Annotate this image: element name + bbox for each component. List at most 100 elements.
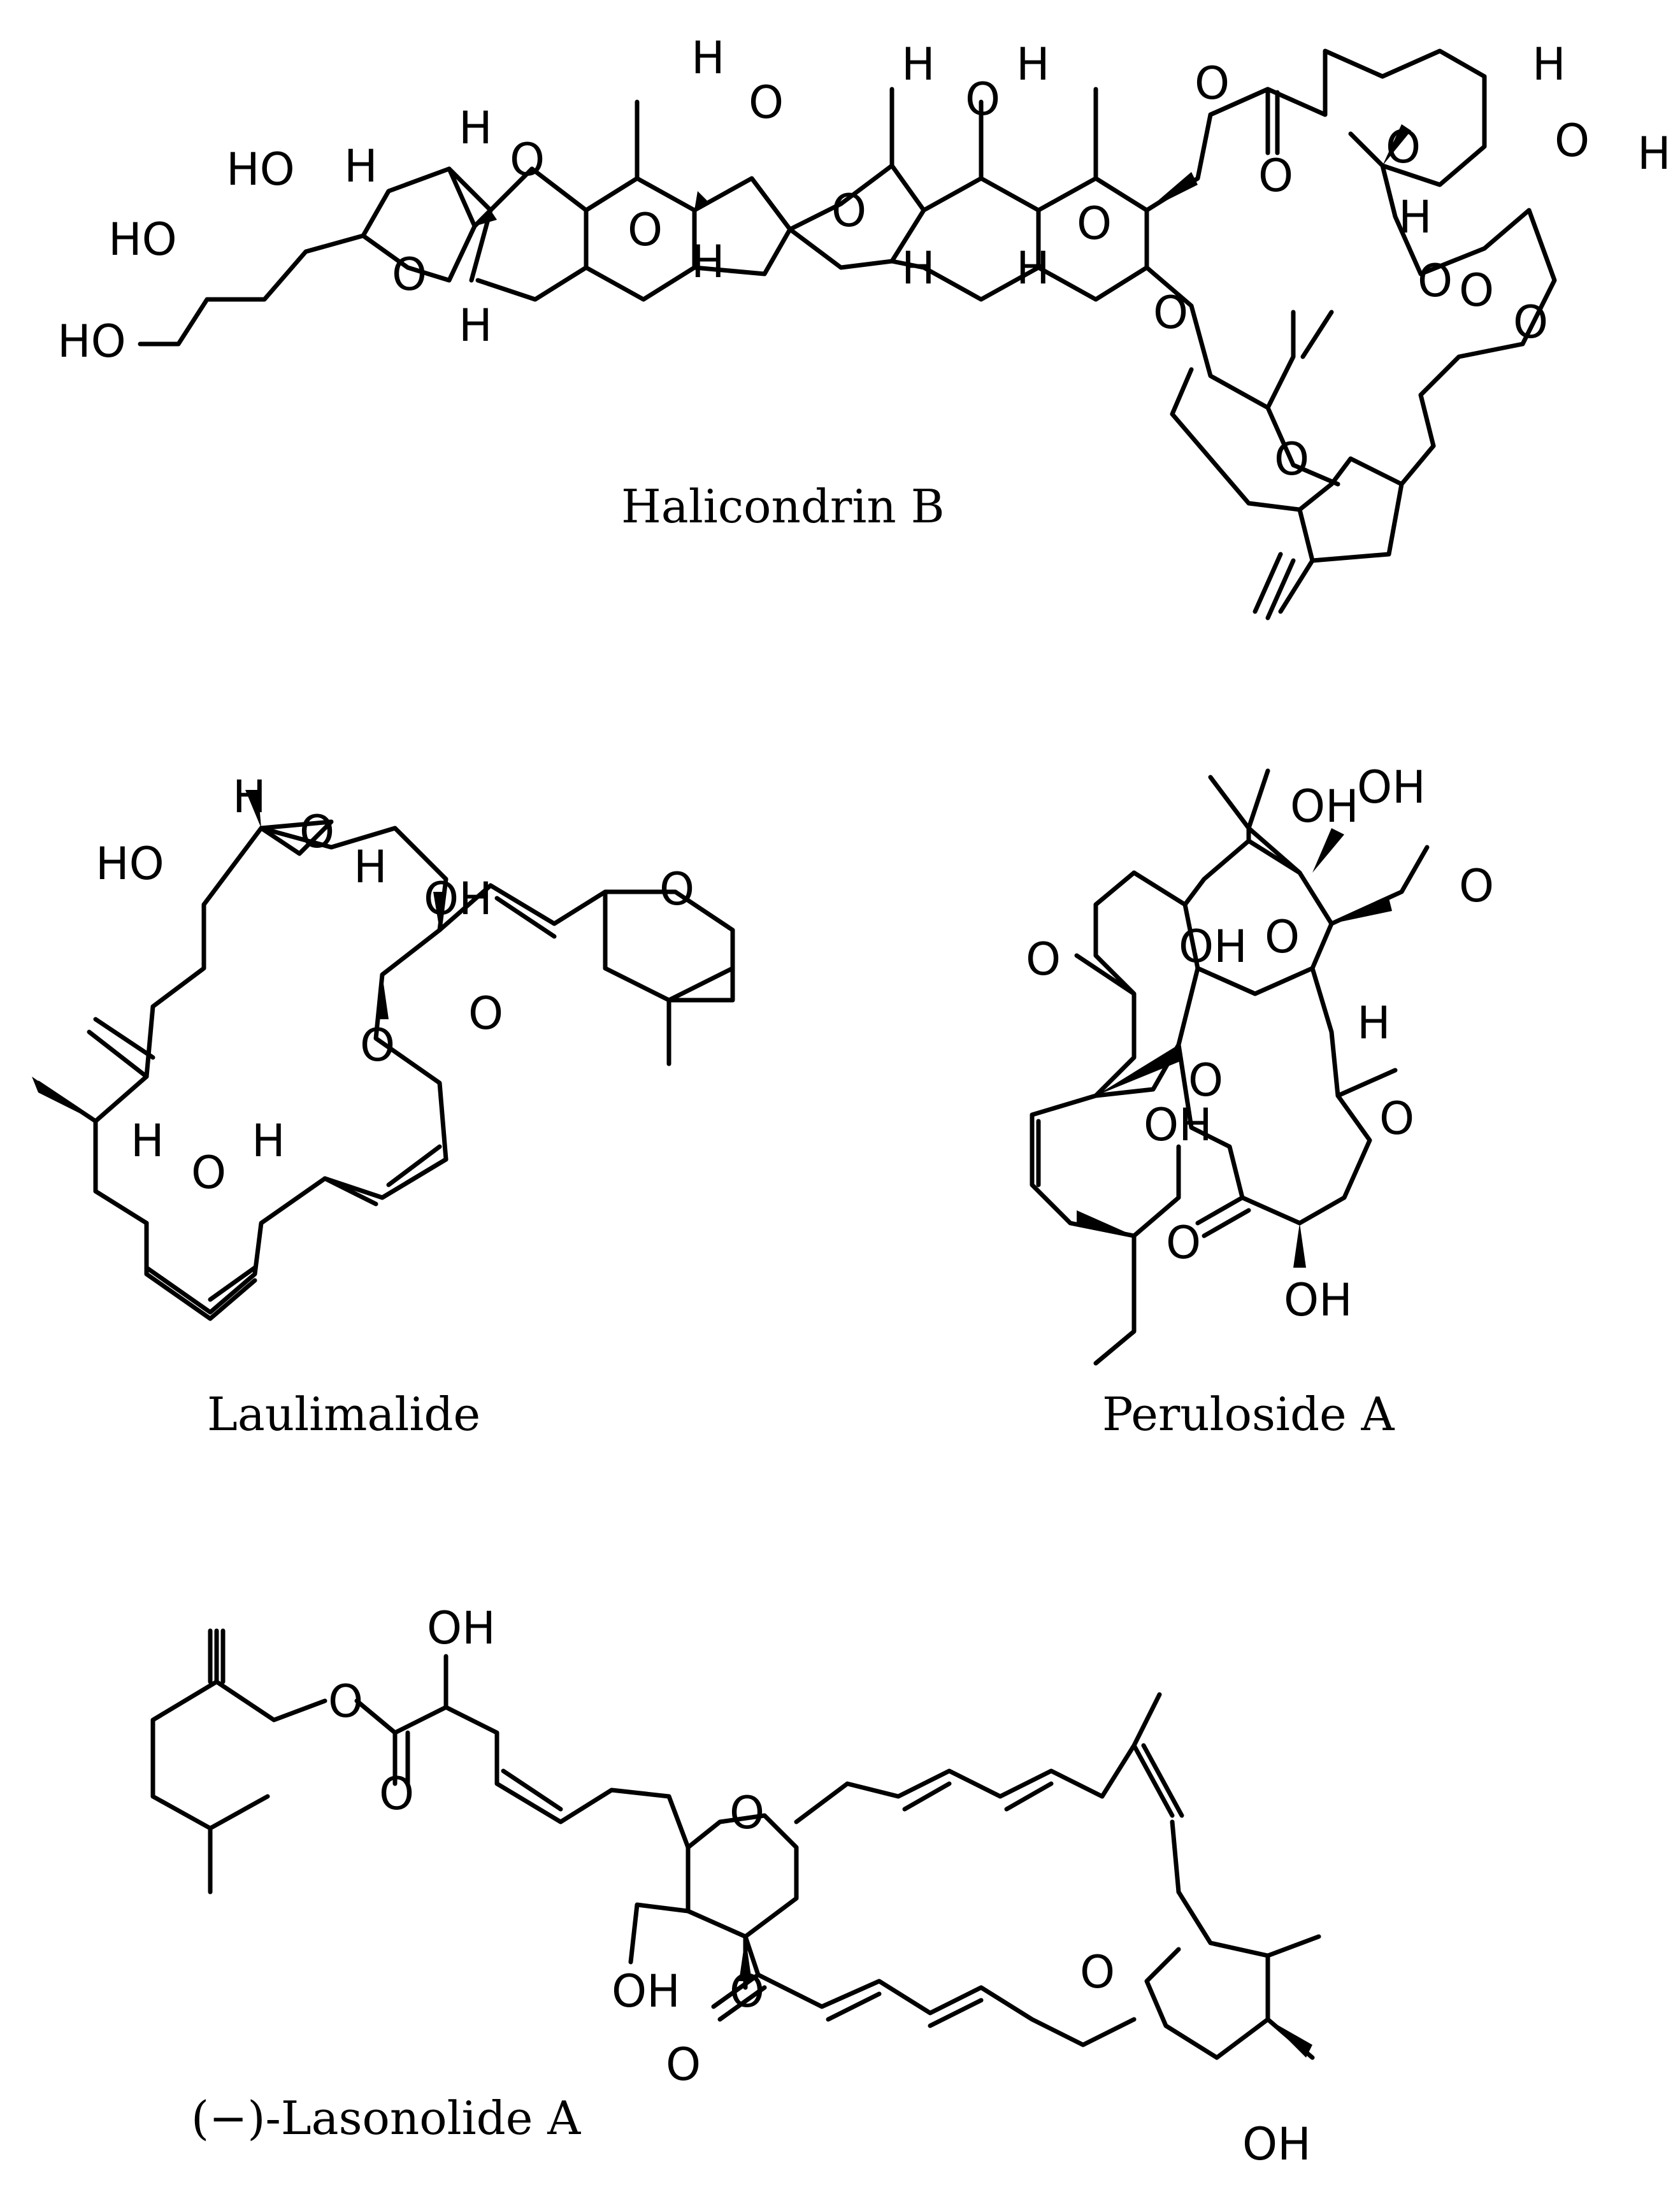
halichondrin-ring-c bbox=[787, 87, 926, 270]
lasonolide-pyran-bottom bbox=[1144, 1889, 1321, 2060]
peruloside-o-methoxy-3: O bbox=[1379, 1092, 1414, 1145]
laulimalide-o-pyran: O bbox=[191, 1147, 226, 1199]
lasonolide-wedge-2 bbox=[1268, 2019, 1312, 2058]
lasonolide-wedge-1 bbox=[739, 1937, 752, 1981]
laulimalide-exomethylene bbox=[87, 1017, 155, 1079]
halichondrin-ring-a bbox=[361, 166, 589, 302]
laulimalide-wedge-4 bbox=[376, 975, 389, 1019]
lasonolide-oh-3: OH bbox=[1242, 2118, 1311, 2170]
halichondrin-o-ring-e: O bbox=[1386, 121, 1421, 173]
halichondrin-o-pyran-lower: O bbox=[1153, 287, 1188, 339]
halichondrin-h-5: H bbox=[691, 236, 725, 288]
halichondrin-ring-e bbox=[1144, 48, 1557, 448]
halichondrin-wedge-3 bbox=[1147, 172, 1198, 210]
lasonolide-o-carbonyl-2: O bbox=[666, 2038, 701, 2091]
laulimalide-oh: OH bbox=[424, 873, 492, 925]
halichondrin-h-2: H bbox=[459, 102, 492, 154]
lasonolide-oh-2: OH bbox=[612, 1965, 680, 2017]
peruloside-oh-2: OH bbox=[1357, 761, 1426, 813]
peruloside-hydroxymethyl bbox=[1131, 1144, 1181, 1238]
peruloside-structure: O O O O O O OH OH OH OH OH H Peruloside … bbox=[1026, 761, 1494, 1441]
peruloside-oh-1: OH bbox=[1290, 780, 1359, 833]
laulimalide-pyran-lower bbox=[144, 1221, 257, 1321]
halichondrin-ho-3: HO bbox=[57, 315, 126, 368]
peruloside-oh-3: OH bbox=[1179, 921, 1247, 973]
laulimalide-h-4: H bbox=[252, 1115, 285, 1167]
halichondrin-ring-d bbox=[889, 87, 1149, 302]
halichondrin-caption: Halicondrin B bbox=[621, 480, 945, 533]
halichondrin-o-ester: O bbox=[1195, 57, 1230, 110]
halichondrin-o-ring-c: O bbox=[831, 185, 866, 237]
halichondrin-o-ring-b: O bbox=[749, 76, 784, 129]
laulimalide-h-2: H bbox=[354, 841, 387, 893]
lasonolide-o-pyran-bottom: O bbox=[1080, 1946, 1115, 1998]
laulimalide-epoxide bbox=[259, 819, 334, 856]
halichondrin-ring-b bbox=[584, 99, 793, 302]
halichondrin-h-4: H bbox=[691, 32, 725, 84]
laulimalide-wedge-1 bbox=[32, 1077, 96, 1121]
laulimalide-wedge-3 bbox=[433, 892, 446, 930]
halichondrin-wedge-4 bbox=[1382, 124, 1411, 166]
halichondrin-o-ring-f: O bbox=[1554, 115, 1590, 167]
halichondrin-h-8: H bbox=[901, 242, 935, 294]
lasonolide-top-polyene bbox=[794, 1692, 1184, 1895]
laulimalide-cis-alkene bbox=[322, 1144, 449, 1207]
halichondrin-o-thf-lower: O bbox=[1274, 433, 1309, 485]
halichondrin-h-9: H bbox=[1016, 242, 1050, 294]
peruloside-oh-4: OH bbox=[1144, 1099, 1212, 1151]
halichondrin-h-6: H bbox=[901, 38, 935, 90]
halichondrin-o-ring-d: O bbox=[965, 73, 1000, 125]
laulimalide-side-chain bbox=[437, 883, 735, 1066]
peruloside-wedge-5 bbox=[1293, 1223, 1306, 1268]
halichondrin-h-12: H bbox=[1398, 191, 1432, 243]
halichondrin-o-ring-a: O bbox=[392, 248, 427, 301]
laulimalide-ho: HO bbox=[96, 838, 164, 890]
peruloside-wedge-3 bbox=[1312, 828, 1344, 873]
lasonolide-o-ester-2: O bbox=[729, 1965, 765, 2017]
peruloside-gem-dimethyl bbox=[1208, 768, 1270, 831]
laulimalide-o-carbonyl: O bbox=[468, 987, 503, 1040]
peruloside-macrocycle bbox=[1131, 826, 1372, 1226]
halichondrin-exomethylene bbox=[1253, 552, 1296, 620]
peruloside-wedge-4 bbox=[1332, 898, 1392, 924]
halichondrin-wedge-1 bbox=[475, 210, 497, 226]
halichondrin-o-cage-1: O bbox=[1418, 255, 1453, 307]
lasonolide-o-ester: O bbox=[328, 1675, 363, 1728]
halichondrin-ho-2: HO bbox=[108, 213, 177, 266]
halichondrin-o-spiro-1: O bbox=[510, 134, 545, 186]
halichondrin-h-3: H bbox=[459, 299, 492, 352]
lasonolide-pyran-top bbox=[628, 1794, 799, 1990]
laulimalide-wedge-2 bbox=[245, 790, 261, 828]
laulimalide-caption: Laulimalide bbox=[207, 1387, 480, 1441]
peruloside-left-chain bbox=[1030, 870, 1181, 1366]
lasonolide-caption: (−)-Lasonolide A bbox=[191, 2091, 581, 2145]
peruloside-oh-5: OH bbox=[1284, 1274, 1353, 1326]
lasonolide-structure: O O O O O O OH OH OH (−)-Lasonolide A bbox=[150, 1602, 1321, 2170]
halichondrin-structure: O O O O O O O O O O O O O O O O HO HO HO… bbox=[57, 32, 1671, 620]
lasonolide-ester-chain bbox=[354, 1654, 671, 1824]
halichondrin-h-7: H bbox=[1016, 38, 1050, 90]
halichondrin-o-carbonyl: O bbox=[1258, 150, 1293, 202]
peruloside-wedge-2 bbox=[1077, 1210, 1134, 1236]
halichondrin-wedge-2 bbox=[694, 191, 707, 210]
lasonolide-o-carbonyl: O bbox=[379, 1768, 414, 1820]
peruloside-o-carbonyl: O bbox=[1166, 1217, 1201, 1269]
lasonolide-o-pyran-top: O bbox=[729, 1787, 765, 1839]
laulimalide-o-ester: O bbox=[360, 1019, 395, 1071]
lasonolide-bottom-polyene bbox=[711, 1934, 1137, 2047]
halichondrin-side-chain bbox=[138, 166, 493, 347]
lasonolide-side-chain bbox=[150, 1628, 327, 1895]
peruloside-o-methoxy-2: O bbox=[1459, 860, 1494, 912]
peruloside-carbonyl bbox=[1195, 1195, 1251, 1238]
halichondrin-h-1: H bbox=[344, 140, 378, 192]
peruloside-ring-methoxy bbox=[1329, 845, 1430, 1098]
laulimalide-h-1: H bbox=[233, 771, 266, 823]
peruloside-h: H bbox=[1357, 997, 1391, 1049]
lasonolide-oh-1: OH bbox=[427, 1602, 496, 1654]
peruloside-wedge-1 bbox=[1096, 1045, 1182, 1096]
laulimalide-h-3: H bbox=[131, 1115, 164, 1167]
halichondrin-o-ring-d2: O bbox=[1077, 197, 1112, 250]
peruloside-caption: Peruloside A bbox=[1102, 1387, 1395, 1441]
